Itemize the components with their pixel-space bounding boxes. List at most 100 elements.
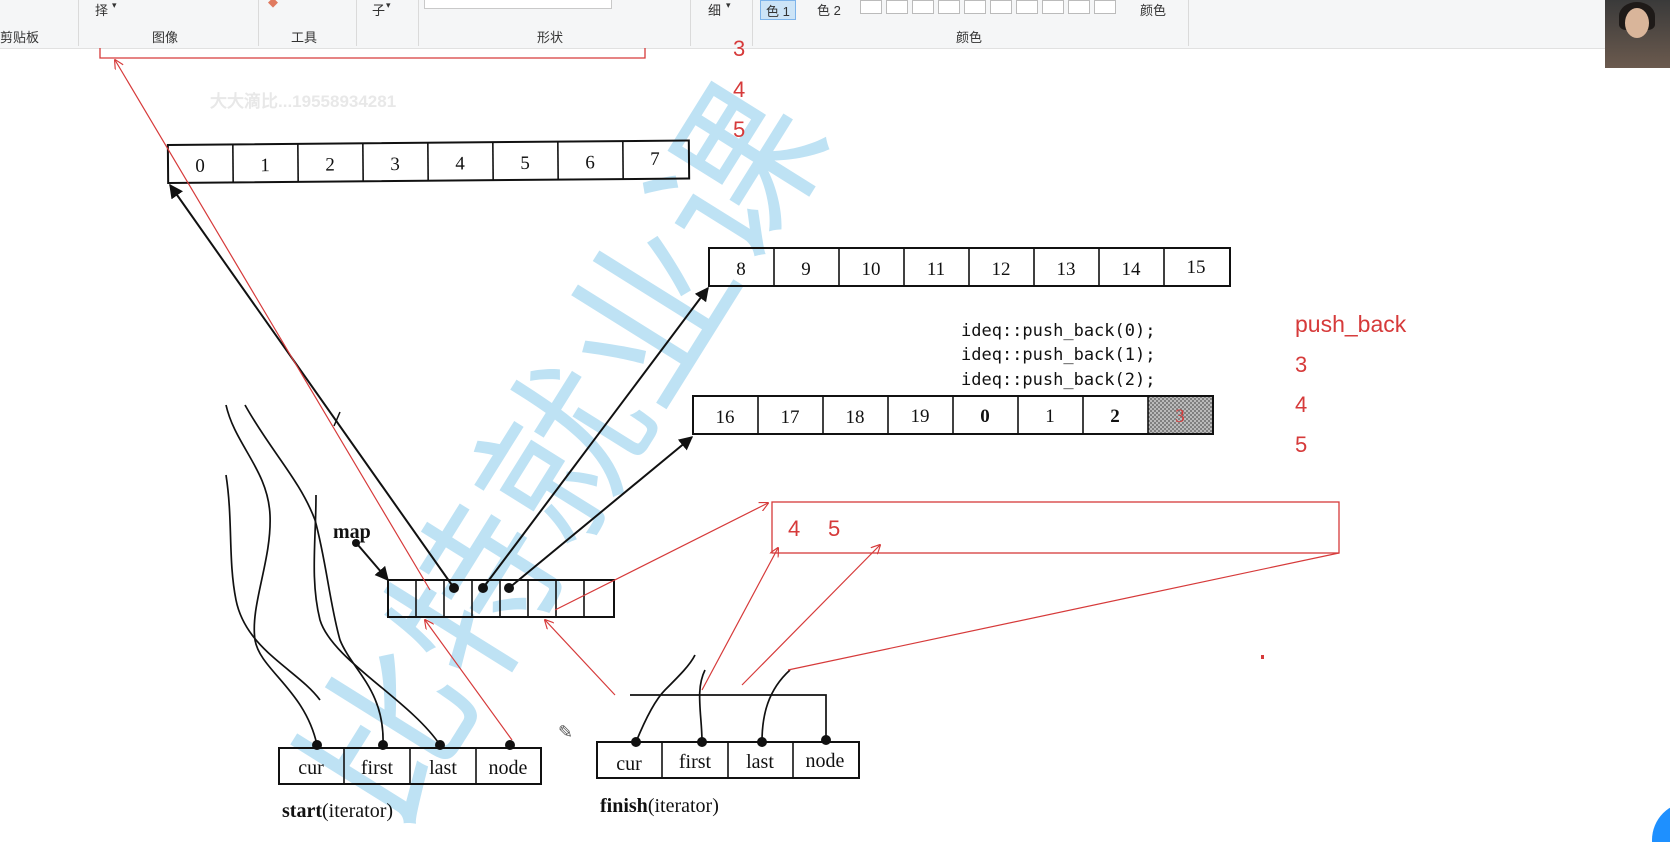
group-shapes: 形状 <box>537 30 564 45</box>
color-swatch[interactable] <box>1094 0 1116 14</box>
right-number: 3 <box>1295 352 1307 377</box>
buffer-b: 8 9 10 11 12 13 14 15 <box>708 247 1231 287</box>
map-to-buffer-b-arrow <box>482 286 709 589</box>
color1-button[interactable]: 色 1 <box>760 0 796 20</box>
code-line: ideq::push_back(1); <box>961 345 1155 365</box>
buffer-a-cell: 0 <box>195 156 205 177</box>
buffer-b-cell: 9 <box>801 259 811 280</box>
ribbon-separator <box>258 0 259 46</box>
color-swatch[interactable] <box>964 0 986 14</box>
group-tools: 工具 <box>291 30 318 45</box>
start-curve-outer <box>225 474 321 701</box>
ribbon-separator <box>418 0 419 46</box>
buffer-a-cell: 7 <box>650 149 660 170</box>
start-caption: start(iterator) <box>282 800 393 822</box>
ribbon-separator <box>1188 0 1189 46</box>
webcam-face <box>1625 8 1649 38</box>
ribbon-separator <box>78 0 79 46</box>
finish-node-line <box>630 694 827 740</box>
buffer-c-cell: 0 <box>980 406 990 427</box>
brushes-button[interactable]: 子 <box>372 3 386 18</box>
red-annotation-lines <box>115 60 1340 741</box>
start-field-first: first <box>361 757 394 779</box>
start-caption-rest: (iterator) <box>322 800 393 822</box>
buffer-c-cell: 17 <box>781 407 800 428</box>
ribbon-separator <box>752 0 753 46</box>
color-swatch[interactable] <box>1016 0 1038 14</box>
color-swatch[interactable] <box>886 0 908 14</box>
start-iterator: cur first last node <box>278 740 542 785</box>
color-swatch[interactable] <box>1068 0 1090 14</box>
map-pointer-dot <box>352 539 360 547</box>
group-colors: 颜色 <box>956 30 983 45</box>
edit-colors-button[interactable]: 颜色 <box>1140 3 1167 18</box>
buffer-b-cell: 10 <box>862 259 881 280</box>
start-caption-bold: start <box>282 800 322 822</box>
buffer-a-cell: 6 <box>585 152 595 173</box>
finish-last-curve <box>761 669 791 743</box>
top-number: 4 <box>733 77 745 102</box>
map-to-buffer-c-arrow <box>508 436 694 589</box>
buffer-a-cell: 1 <box>260 155 270 176</box>
finish-cur-curve <box>635 654 696 743</box>
buffer-c-cell: 18 <box>846 407 865 428</box>
top-number: 3 <box>733 36 745 61</box>
start-cur-curve <box>225 404 318 746</box>
start-last-curve <box>313 494 441 746</box>
code-line: ideq::push_back(2); <box>961 370 1155 390</box>
buffer-c-cell: 2 <box>1110 406 1120 427</box>
color-swatch[interactable] <box>1042 0 1064 14</box>
group-clipboard: 剪贴板 <box>0 30 40 45</box>
finish-field-first: first <box>679 751 712 773</box>
floating-action-icon[interactable] <box>1652 802 1670 842</box>
start-field-last: last <box>429 757 457 779</box>
buffer-a-cell: 2 <box>325 155 335 176</box>
start-field-cur: cur <box>298 757 324 779</box>
shapes-gallery[interactable] <box>424 0 612 9</box>
box-number: 5 <box>828 516 840 541</box>
paint-ribbon: 剪贴板 择 ▾ 图像 ◆ 工具 子 ▾ 形状 细 ▾ 色 1 色 2 颜色 颜色 <box>0 0 1670 49</box>
color-swatch[interactable] <box>860 0 882 14</box>
buffer-a-cell: 4 <box>455 153 465 174</box>
eraser-icon[interactable]: ◆ <box>268 0 278 9</box>
buffer-b-cell: 14 <box>1122 259 1142 280</box>
buffer-a: 0 1 2 3 4 5 6 7 <box>166 139 691 185</box>
color-swatch[interactable] <box>912 0 934 14</box>
size-dropdown-icon[interactable]: ▾ <box>726 0 731 10</box>
buffer-b-cell: 11 <box>927 259 945 280</box>
finish-first-curve <box>698 669 706 743</box>
map-pointer-arrow <box>357 544 389 582</box>
finish-iterator: cur first last node <box>596 735 860 779</box>
finish-field-cur: cur <box>616 753 642 775</box>
red-note-box <box>771 501 1340 554</box>
brushes-dropdown-icon[interactable]: ▾ <box>386 0 391 10</box>
color-swatch[interactable] <box>938 0 960 14</box>
push-back-title: push_back <box>1295 311 1407 337</box>
start-field-node: node <box>489 757 528 779</box>
finish-caption-rest: (iterator) <box>648 795 719 817</box>
color2-button[interactable]: 色 2 <box>817 3 841 18</box>
select-dropdown-icon[interactable]: ▾ <box>112 0 117 10</box>
faint-watermark-text: 大大滴比...19558934281 <box>210 91 396 111</box>
top-number: 5 <box>733 117 745 142</box>
pencil-cursor-icon: ✎ <box>558 722 573 743</box>
buffer-c: 16 17 18 19 0 1 2 3 <box>692 395 1214 435</box>
map-label: map <box>333 521 371 543</box>
buffer-b-cell: 8 <box>736 259 746 280</box>
buffer-b-cell: 15 <box>1187 257 1206 278</box>
size-button[interactable]: 细 <box>708 3 722 18</box>
finish-field-last: last <box>746 751 774 773</box>
ribbon-separator <box>690 0 691 46</box>
start-first-curve <box>244 404 384 746</box>
select-button[interactable]: 择 <box>95 3 109 18</box>
red-top-box <box>99 48 646 59</box>
right-number: 5 <box>1295 432 1307 457</box>
buffer-c-cell: 16 <box>716 407 735 428</box>
buffer-c-cell: 3 <box>1175 406 1185 427</box>
webcam-thumbnail <box>1605 0 1670 68</box>
buffer-a-cell: 3 <box>390 154 400 175</box>
box-number: 4 <box>788 516 800 541</box>
color-swatch[interactable] <box>990 0 1012 14</box>
code-line: ideq::push_back(0); <box>961 321 1155 341</box>
